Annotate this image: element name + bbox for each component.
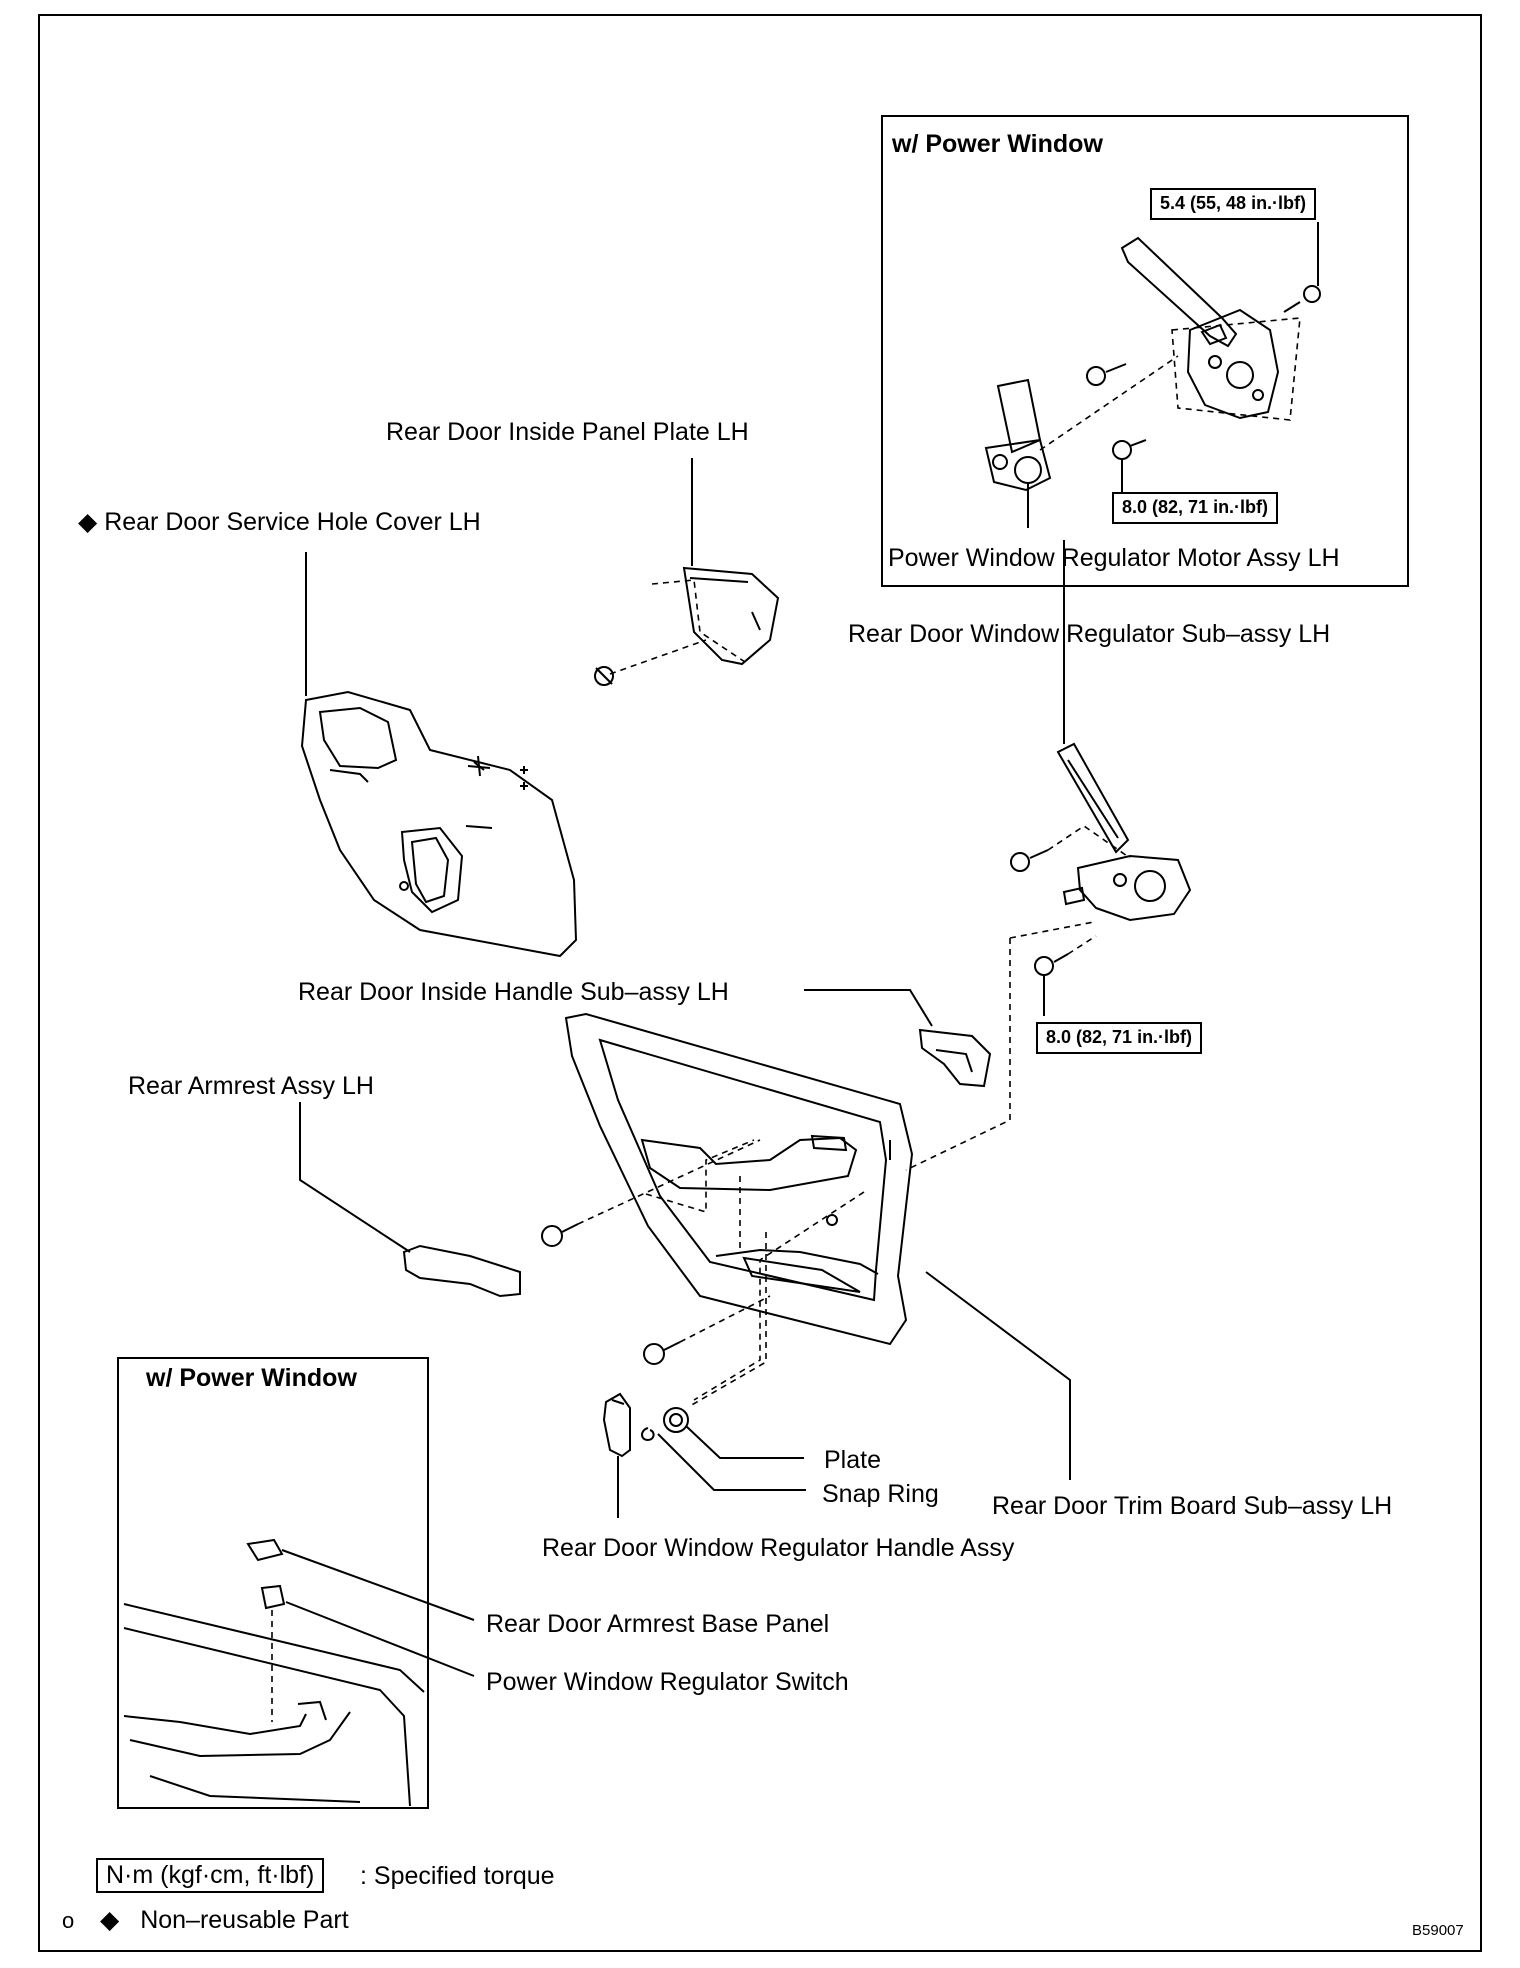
- diagram-frame: [38, 14, 1482, 1952]
- top-inset-title: w/ Power Window: [892, 130, 1103, 158]
- torque-motor-lower: 8.0 (82, 71 in.·lbf): [1112, 492, 1279, 524]
- panel-plate-part: [682, 566, 780, 666]
- label-trim-board: Rear Door Trim Board Sub–assy LH: [992, 1492, 1393, 1520]
- label-plate: Plate: [824, 1446, 881, 1474]
- panel-plate-bolt: [594, 666, 614, 686]
- legend-nonreusable-text: Non–reusable Part: [140, 1906, 349, 1934]
- inset-dashed-outline: [1171, 317, 1301, 421]
- service-hole-cover-part: [300, 690, 578, 958]
- legend-torque-text: : Specified torque: [360, 1862, 555, 1890]
- label-regulator-motor: Power Window Regulator Motor Assy LH: [888, 544, 1340, 572]
- label-armrest-base-panel: Rear Door Armrest Base Panel: [486, 1610, 830, 1638]
- legend-corner-mark: o: [62, 1908, 75, 1933]
- inset-motor: [984, 378, 1052, 528]
- armrest-part: [402, 1244, 521, 1298]
- bottom-inset-title: w/ Power Window: [146, 1364, 357, 1392]
- bottom-inset-box: [117, 1357, 429, 1809]
- label-service-hole-cover-text: Rear Door Service Hole Cover LH: [104, 508, 481, 536]
- regulator-handle-part: [602, 1392, 631, 1458]
- label-panel-plate: Rear Door Inside Panel Plate LH: [386, 418, 749, 446]
- label-service-hole-cover: ◆ Rear Door Service Hole Cover LH: [78, 510, 481, 535]
- diamond-icon: ◆: [100, 1906, 120, 1934]
- trim-bolt-left: [541, 1223, 579, 1247]
- torque-regulator: 8.0 (82, 71 in.·lbf): [1036, 1022, 1203, 1054]
- snap-ring-part: [641, 1427, 655, 1442]
- label-snap-ring: Snap Ring: [822, 1480, 939, 1508]
- legend-torque-box: N·m (kgf·cm, ft·lbf): [96, 1858, 325, 1893]
- top-inset-box: [881, 115, 1409, 587]
- regulator-bolt-upper: [1010, 849, 1049, 872]
- label-armrest: Rear Armrest Assy LH: [128, 1072, 374, 1100]
- inset-regulator-arm: [1120, 236, 1280, 420]
- inset-armrest-base-panel: [246, 1538, 284, 1562]
- inside-handle-part: [918, 1028, 992, 1088]
- inset-bolt-upper: [1283, 285, 1321, 313]
- inset-regulator-switch: [260, 1584, 286, 1610]
- label-regulator-handle: Rear Door Window Regulator Handle Assy: [542, 1534, 1015, 1562]
- inset-bolt-mid: [1086, 363, 1127, 386]
- torque-motor-upper: 5.4 (55, 48 in.·lbf): [1150, 188, 1317, 220]
- label-inside-handle: Rear Door Inside Handle Sub–assy LH: [298, 978, 729, 1006]
- inset-bolt-lower: [1112, 439, 1147, 460]
- regulator-subassy-part: [1056, 742, 1192, 922]
- regulator-bolt-lower: [1034, 953, 1069, 976]
- label-regulator-switch: Power Window Regulator Switch: [486, 1668, 849, 1696]
- label-regulator-subassy: Rear Door Window Regulator Sub–assy LH: [848, 620, 1331, 648]
- plate-part: [663, 1407, 689, 1433]
- figure-code: B59007: [1412, 1922, 1464, 1939]
- trim-board-part: [564, 1012, 914, 1346]
- legend-nonreusable: ◆ Non–reusable Part: [100, 1908, 349, 1933]
- diamond-icon: ◆: [78, 508, 98, 536]
- trim-bolt-lower: [643, 1341, 681, 1365]
